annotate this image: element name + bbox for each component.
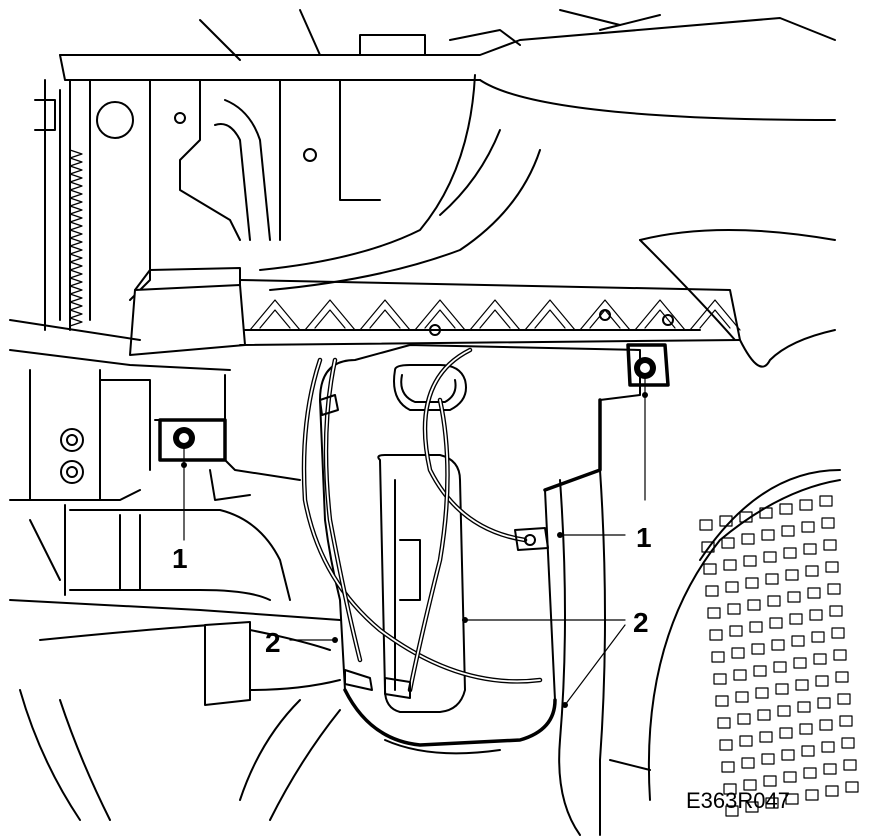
bolt-left <box>158 418 301 481</box>
intake-duct <box>9 469 341 821</box>
callout-2-right-reservoir: 2 <box>633 607 649 638</box>
bolt-right <box>626 343 670 387</box>
leader-lines <box>181 377 648 708</box>
callout-1-right-bolt: 1 <box>636 522 652 553</box>
callout-1-left-bolt: 1 <box>172 543 188 574</box>
callout-labels: 1 1 2 2 <box>172 522 652 658</box>
radiator <box>44 79 83 331</box>
washer-reservoir <box>319 344 641 755</box>
washer-hoses <box>301 347 549 699</box>
callout-2-left-hose: 2 <box>265 627 281 658</box>
cross-member-bracket <box>129 267 741 356</box>
fender-edge <box>558 329 836 836</box>
lower-left-structure <box>9 319 231 501</box>
wheel-arch-grille <box>647 469 859 817</box>
figure-id: E363R047 <box>686 788 790 813</box>
